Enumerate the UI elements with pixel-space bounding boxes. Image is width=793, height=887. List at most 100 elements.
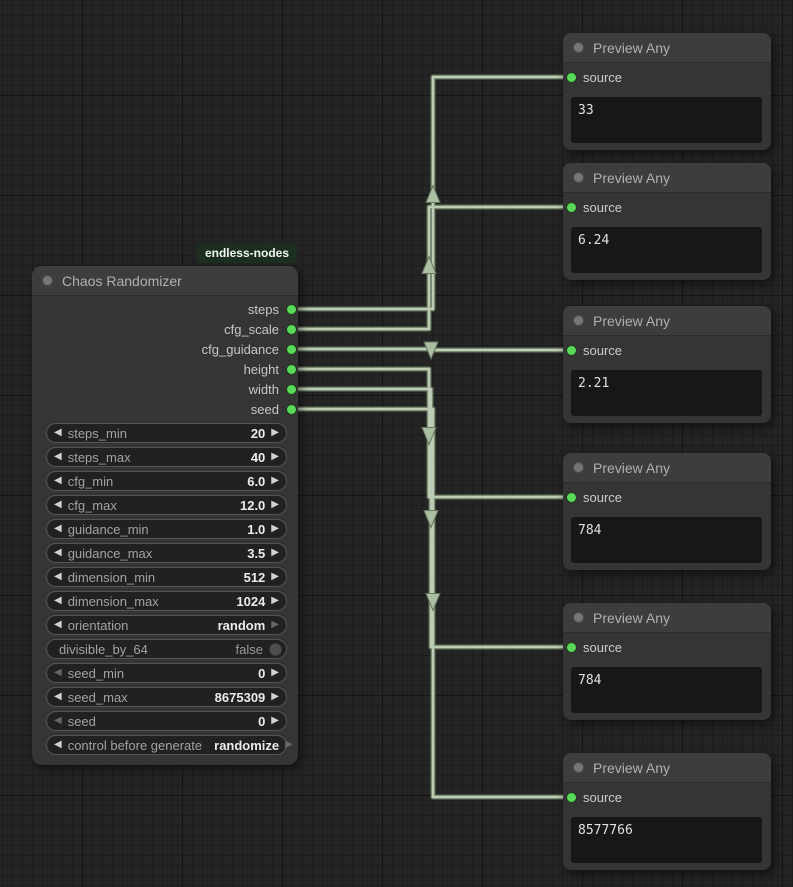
node-title: Preview Any <box>593 312 671 329</box>
widget-row[interactable]: ◀ steps_min 20 ▶ <box>46 423 287 443</box>
collapse-dot-icon[interactable] <box>573 315 584 326</box>
widget-label: control before generate <box>67 737 203 753</box>
input-slot-row: source <box>563 336 771 364</box>
decrement-arrow-icon[interactable]: ◀ <box>54 571 62 582</box>
chaos-randomizer-node: endless-nodes Chaos Randomizer steps cfg… <box>32 243 298 765</box>
widget-row[interactable]: ◀ divisible_by_64 false ▶ <box>46 639 287 659</box>
node-header[interactable]: Preview Any <box>563 306 771 336</box>
output-port-icon[interactable] <box>286 343 297 355</box>
widget-row[interactable]: ◀ seed_max 8675309 ▶ <box>46 687 287 707</box>
decrement-arrow-icon[interactable]: ◀ <box>54 739 62 750</box>
widget-value: randomize <box>214 737 280 753</box>
output-slot-row: width <box>32 379 298 399</box>
decrement-arrow-icon[interactable]: ◀ <box>54 691 62 702</box>
input-port-icon[interactable] <box>566 492 577 503</box>
widget-value: 1024 <box>236 593 266 609</box>
output-port-icon[interactable] <box>286 363 297 375</box>
widget-label: steps_min <box>67 425 127 441</box>
increment-arrow-icon[interactable]: ▶ <box>271 715 279 726</box>
widget-value: false <box>235 641 263 657</box>
increment-arrow-icon[interactable]: ▶ <box>271 691 279 702</box>
increment-arrow-icon[interactable]: ▶ <box>271 523 279 534</box>
widget-row[interactable]: ◀ seed 0 ▶ <box>46 711 287 731</box>
node-header[interactable]: Preview Any <box>563 33 771 63</box>
node-title: Preview Any <box>593 759 671 776</box>
collapse-dot-icon[interactable] <box>573 612 584 623</box>
input-port-icon[interactable] <box>566 792 577 803</box>
widget-row[interactable]: ◀ steps_max 40 ▶ <box>46 447 287 467</box>
decrement-arrow-icon[interactable]: ◀ <box>54 451 62 462</box>
input-label: source <box>583 69 623 85</box>
widget-row[interactable]: ◀ guidance_min 1.0 ▶ <box>46 519 287 539</box>
widget-row[interactable]: ◀ orientation random ▶ <box>46 615 287 635</box>
widget-row[interactable]: ◀ dimension_min 512 ▶ <box>46 567 287 587</box>
input-port-icon[interactable] <box>566 345 577 356</box>
decrement-arrow-icon[interactable]: ◀ <box>54 499 62 510</box>
preview-value: 784 <box>578 673 602 688</box>
increment-arrow-icon[interactable]: ▶ <box>271 427 279 438</box>
widget-value: 40 <box>250 449 266 465</box>
widget-row[interactable]: ◀ seed_min 0 ▶ <box>46 663 287 683</box>
increment-arrow-icon[interactable]: ▶ <box>271 451 279 462</box>
outputs-list: steps cfg_scale cfg_guidance height widt… <box>32 299 298 419</box>
preview-any-node: Preview Any source 784 <box>563 603 771 720</box>
input-label: source <box>583 489 623 505</box>
collapse-dot-icon[interactable] <box>573 42 584 53</box>
wire-direction-arrow-icon <box>423 341 439 361</box>
decrement-arrow-icon[interactable]: ◀ <box>54 475 62 486</box>
increment-arrow-icon[interactable]: ▶ <box>271 667 279 678</box>
input-slot-row: source <box>563 633 771 661</box>
increment-arrow-icon[interactable]: ▶ <box>271 475 279 486</box>
collapse-dot-icon[interactable] <box>573 762 584 773</box>
node-header[interactable]: Preview Any <box>563 603 771 633</box>
node-header[interactable]: Preview Any <box>563 753 771 783</box>
widget-row[interactable]: ◀ cfg_min 6.0 ▶ <box>46 471 287 491</box>
decrement-arrow-icon[interactable]: ◀ <box>54 619 62 630</box>
node-header[interactable]: Chaos Randomizer <box>32 266 298 296</box>
decrement-arrow-icon[interactable]: ◀ <box>54 667 62 678</box>
node-title: Chaos Randomizer <box>62 272 182 289</box>
node-header[interactable]: Preview Any <box>563 163 771 193</box>
input-port-icon[interactable] <box>566 202 577 213</box>
widget-row[interactable]: ◀ control before generate randomize ▶ <box>46 735 293 755</box>
toggle-knob-icon[interactable] <box>269 642 282 656</box>
widget-value: random <box>217 617 266 633</box>
decrement-arrow-icon[interactable]: ◀ <box>54 595 62 606</box>
output-port-icon[interactable] <box>286 403 297 415</box>
output-label: seed <box>250 401 279 417</box>
widget-value: 1.0 <box>247 521 266 537</box>
widget-row[interactable]: ◀ cfg_max 12.0 ▶ <box>46 495 287 515</box>
increment-arrow-icon[interactable]: ▶ <box>285 739 293 750</box>
output-slot-row: seed <box>32 399 298 419</box>
output-port-icon[interactable] <box>286 383 297 395</box>
input-label: source <box>583 199 623 215</box>
preview-value-box: 33 <box>571 97 762 143</box>
input-label: source <box>583 789 623 805</box>
input-slot-row: source <box>563 783 771 811</box>
increment-arrow-icon[interactable]: ▶ <box>271 547 279 558</box>
output-port-icon[interactable] <box>286 323 297 335</box>
node-title: Preview Any <box>593 459 671 476</box>
increment-arrow-icon[interactable]: ▶ <box>271 595 279 606</box>
collapse-dot-icon[interactable] <box>42 275 53 286</box>
decrement-arrow-icon[interactable]: ◀ <box>54 547 62 558</box>
collapse-dot-icon[interactable] <box>573 462 584 473</box>
input-port-icon[interactable] <box>566 642 577 653</box>
widget-row[interactable]: ◀ guidance_max 3.5 ▶ <box>46 543 287 563</box>
widget-row[interactable]: ◀ dimension_max 1024 ▶ <box>46 591 287 611</box>
increment-arrow-icon[interactable]: ▶ <box>271 571 279 582</box>
increment-arrow-icon[interactable]: ▶ <box>271 499 279 510</box>
input-port-icon[interactable] <box>566 72 577 83</box>
node-header[interactable]: Preview Any <box>563 453 771 483</box>
widget-label: orientation <box>67 617 129 633</box>
decrement-arrow-icon[interactable]: ◀ <box>54 427 62 438</box>
output-port-icon[interactable] <box>286 303 297 315</box>
increment-arrow-icon[interactable]: ▶ <box>271 619 279 630</box>
input-slot-row: source <box>563 63 771 91</box>
decrement-arrow-icon[interactable]: ◀ <box>54 715 62 726</box>
collapse-dot-icon[interactable] <box>573 172 584 183</box>
decrement-arrow-icon[interactable]: ◀ <box>54 523 62 534</box>
widget-value: 6.0 <box>247 473 266 489</box>
widget-label: cfg_max <box>67 497 117 513</box>
